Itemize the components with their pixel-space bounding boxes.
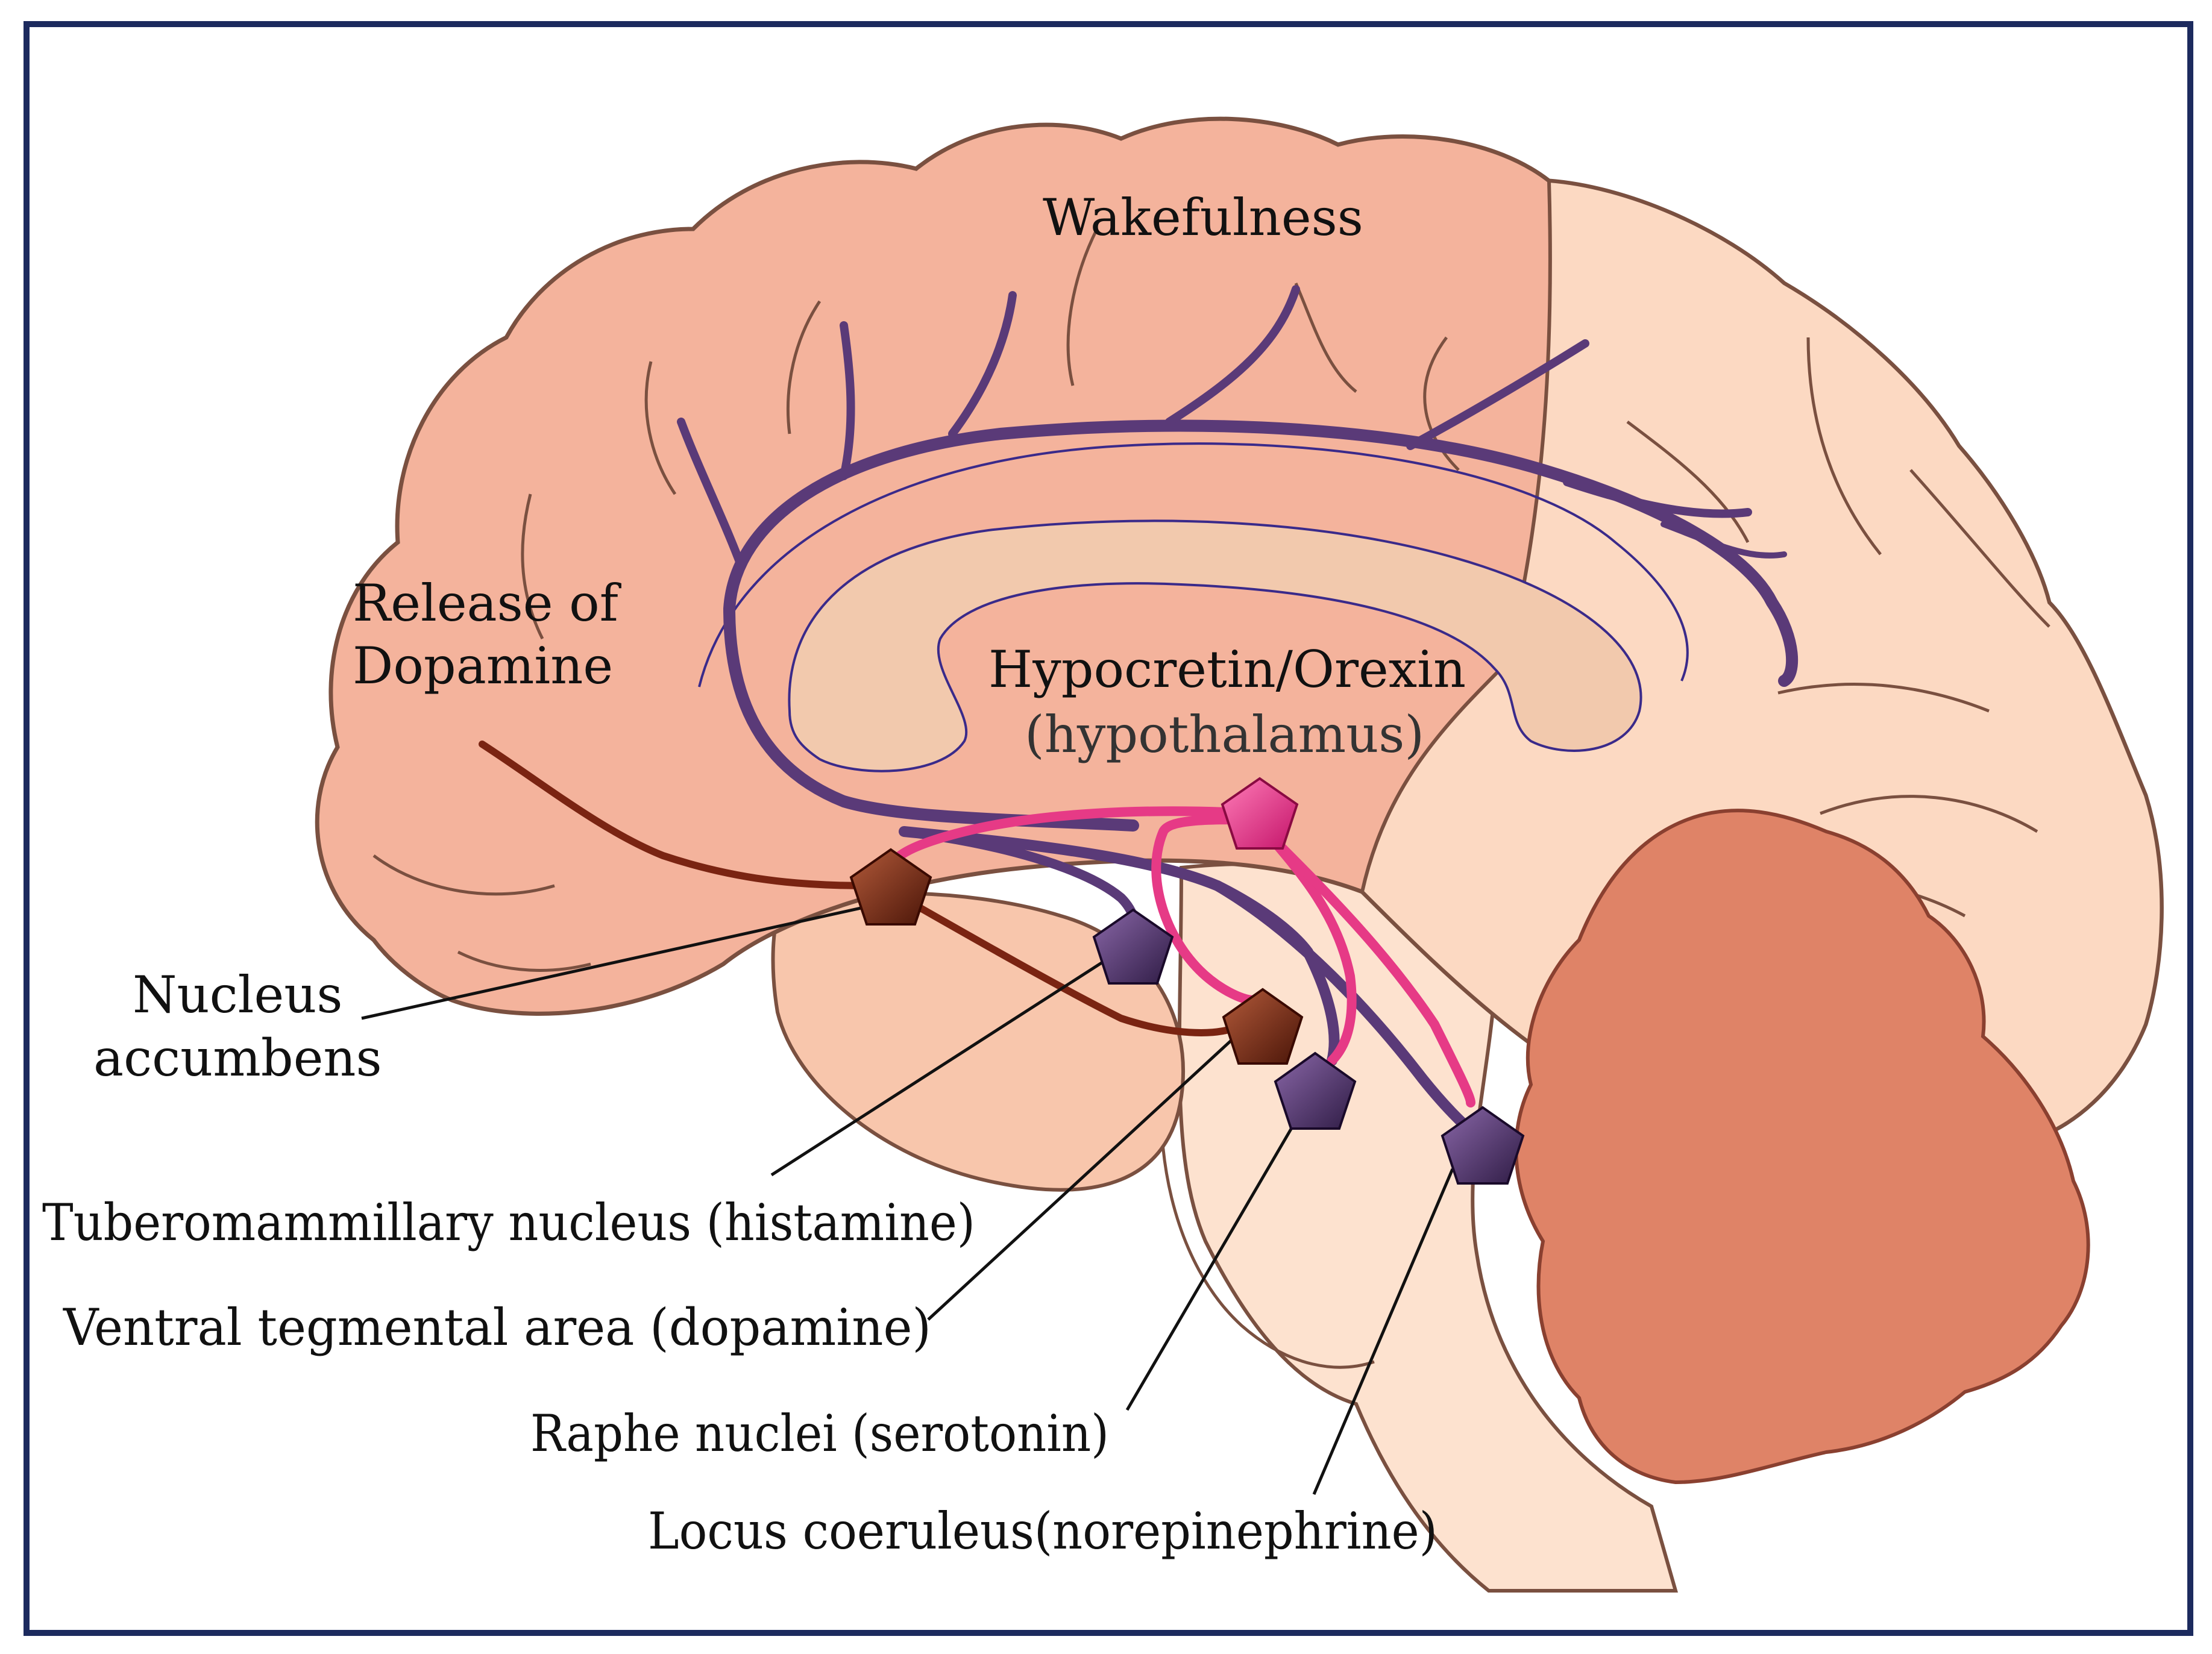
locus-coeruleus-purple-pentagon-icon [1441,1106,1525,1185]
parietal-occipital-region [1360,178,2164,1151]
tuberomammillary-purple-pentagon-icon [1092,908,1174,985]
label-nucleus-line2: accumbens [93,1029,382,1088]
cingulate-gyrus-outline [698,442,1689,688]
label-hypocretin: Hypocretin/Orexin [988,640,1466,699]
label-vta: Ventral tegmental area (dopamine) [63,1298,931,1357]
label-wakefulness: Wakefulness [1043,188,1363,247]
vta-brown-pentagon-icon [1222,988,1304,1065]
orexin-pathway [887,806,1475,1107]
label-locus: Locus coeruleus(norepinephrine) [648,1502,1437,1561]
cerebellum [1514,809,2090,1485]
raphe-purple-pentagon-icon [1274,1051,1357,1130]
label-hypothalamus: (hypothalamus) [1025,705,1424,764]
dopamine-pathway [479,741,1245,1036]
label-nucleus-line1: Nucleus [133,965,342,1024]
leader-lines [361,902,1454,1495]
label-tuberomammillary: Tuberomammillary nucleus (histamine) [42,1193,975,1252]
label-release-line2: Dopamine [353,636,613,695]
label-raphe: Raphe nuclei (serotonin) [530,1404,1109,1463]
sulci [372,228,2050,972]
corpus-callosum [788,519,1642,772]
nucleus-accumbens-brown-pentagon-icon [849,848,932,926]
orexin-node-pink-pentagon-icon [1221,777,1299,850]
label-release-line1: Release of [353,574,622,633]
